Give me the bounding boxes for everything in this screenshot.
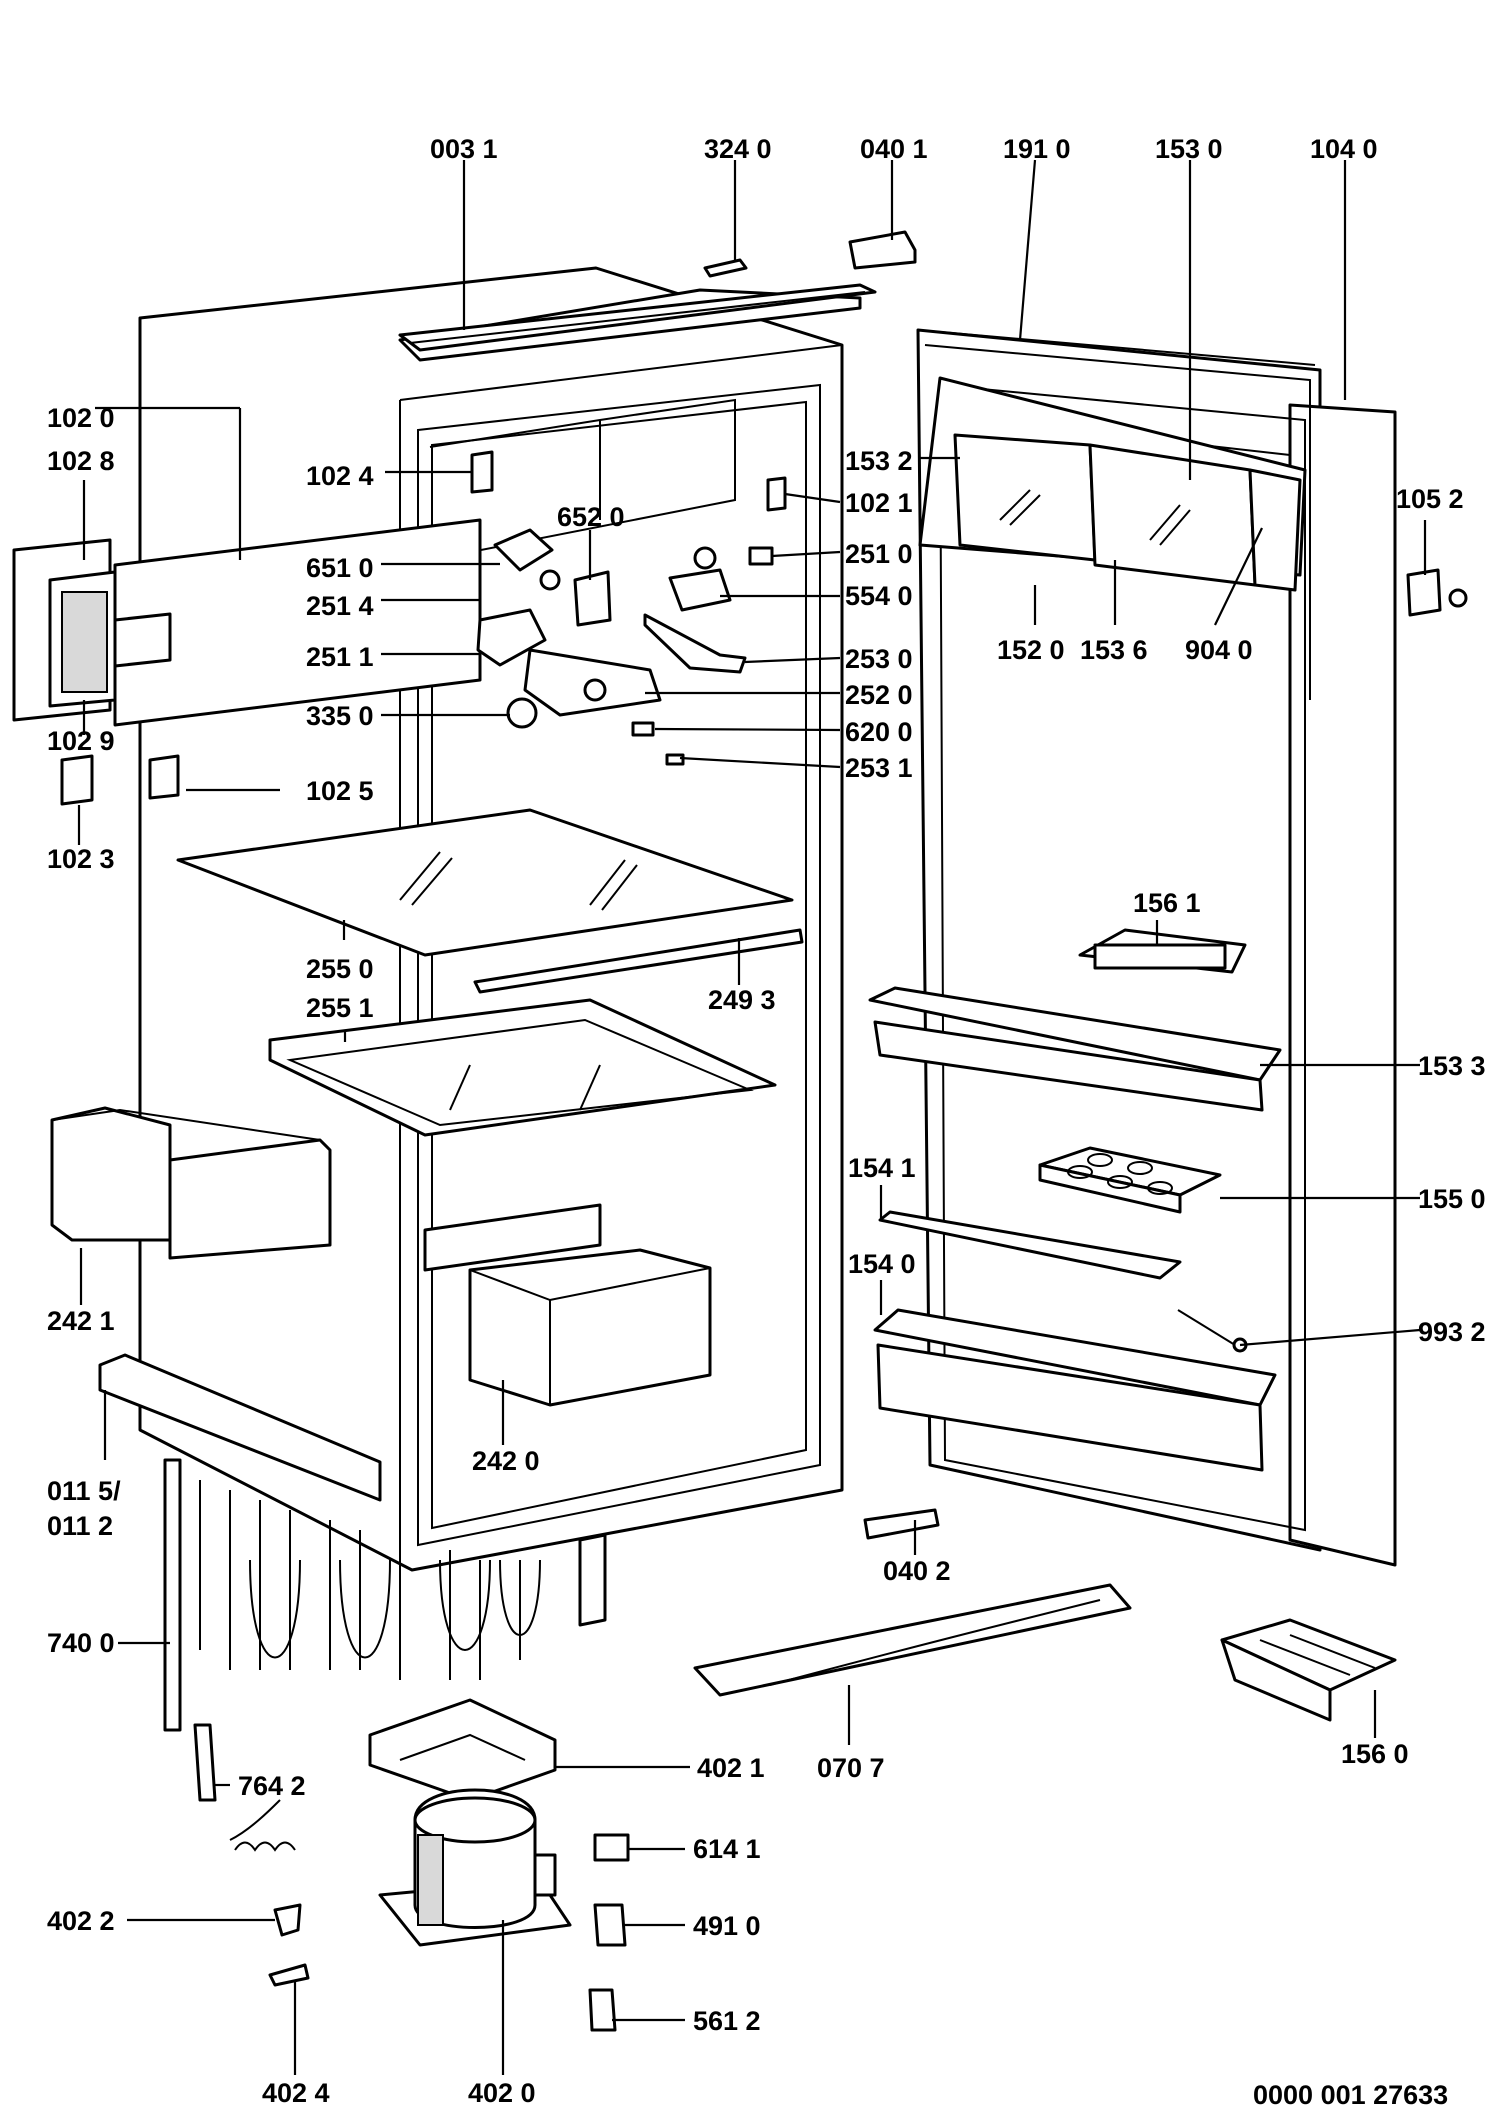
label-156-1: 156 1 (1133, 888, 1201, 918)
clip-102-5 (148, 754, 180, 800)
label-070-7: 070 7 (817, 1753, 885, 1783)
label-242-0: 242 0 (472, 1446, 540, 1476)
part-491-0 (593, 1903, 627, 1947)
label-402-4: 402 4 (262, 2078, 330, 2108)
label-154-1: 154 1 (848, 1153, 916, 1183)
part-324-0 (703, 258, 748, 278)
glass-shelf-255-0 (176, 808, 794, 957)
part-614-1 (593, 1833, 630, 1862)
egg-tray-155-0 (1038, 1146, 1222, 1214)
label-904-0: 904 0 (1185, 635, 1253, 665)
label-011-5: 011 5/ (47, 1476, 121, 1506)
label-156-0: 156 0 (1341, 1739, 1409, 1769)
label-105-2: 105 2 (1396, 484, 1464, 514)
part-number-labels: 003 1 324 0 040 1 191 0 153 0 104 0 102 … (47, 134, 1486, 2110)
label-104-0: 104 0 (1310, 134, 1378, 164)
door-balcony-154-0 (873, 1308, 1277, 1472)
label-249-3: 249 3 (708, 985, 776, 1015)
crisper-drawer-242-0 (423, 1203, 712, 1407)
label-764-2: 764 2 (238, 1771, 306, 1801)
part-402-4 (268, 1963, 310, 1987)
compressor-402-0 (378, 1788, 572, 1947)
label-152-0: 152 0 (997, 635, 1065, 665)
part-561-2 (588, 1988, 617, 2032)
label-102-3: 102 3 (47, 844, 115, 874)
label-011-2: 011 2 (47, 1511, 113, 1541)
label-153-2: 153 2 (845, 446, 913, 476)
label-040-2: 040 2 (883, 1556, 951, 1586)
document-id: 0000 001 27633 (1253, 2080, 1448, 2110)
top-cover-strip (398, 283, 877, 352)
clip-102-3 (60, 754, 94, 806)
butter-compartment-153-0 (918, 376, 1307, 592)
label-251-4: 251 4 (306, 591, 374, 621)
part-402-2 (273, 1903, 302, 1937)
label-102-4: 102 4 (306, 461, 374, 491)
label-153-6: 153 6 (1080, 635, 1148, 665)
door-guard-154-1 (878, 1210, 1182, 1280)
bottom-trim-011 (98, 1353, 382, 1502)
label-620-0: 620 0 (845, 717, 913, 747)
trim-strip-249-3 (473, 928, 804, 994)
label-102-0: 102 0 (47, 403, 115, 433)
label-335-0: 335 0 (306, 701, 374, 731)
label-251-1: 251 1 (306, 642, 374, 672)
hinge-top-040-1 (848, 230, 917, 270)
vent-grille-070-7 (693, 1583, 1132, 1697)
capillary-764-2 (193, 1723, 296, 1852)
label-614-1: 614 1 (693, 1834, 761, 1864)
label-402-1: 402 1 (697, 1753, 765, 1783)
ice-tray-156-0 (1220, 1618, 1397, 1722)
compressor-bracket-402-1 (368, 1698, 557, 1802)
label-040-1: 040 1 (860, 134, 928, 164)
label-242-1: 242 1 (47, 1306, 115, 1336)
label-003-1: 003 1 (430, 134, 498, 164)
freezer-flap (12, 518, 482, 727)
part-102-1 (766, 476, 787, 512)
label-153-3: 153 3 (1418, 1051, 1486, 1081)
condenser-740-0 (163, 1458, 607, 1732)
label-253-0: 253 0 (845, 644, 913, 674)
label-255-1: 255 1 (306, 993, 374, 1023)
label-102-8: 102 8 (47, 446, 115, 476)
label-255-0: 255 0 (306, 954, 374, 984)
door-balcony-153-3 (868, 986, 1282, 1112)
label-402-0: 402 0 (468, 2078, 536, 2108)
label-153-0: 153 0 (1155, 134, 1223, 164)
label-652-0: 652 0 (557, 502, 625, 532)
label-252-0: 252 0 (845, 680, 913, 710)
label-993-2: 993 2 (1418, 1317, 1486, 1347)
label-561-2: 561 2 (693, 2006, 761, 2036)
label-491-0: 491 0 (693, 1911, 761, 1941)
label-554-0: 554 0 (845, 581, 913, 611)
label-102-5: 102 5 (306, 776, 374, 806)
label-253-1: 253 1 (845, 753, 913, 783)
glass-shelf-255-1 (268, 998, 777, 1137)
hinge-105-2 (1406, 568, 1468, 617)
control-assembly (476, 528, 774, 766)
hinge-bottom-040-2 (863, 1508, 940, 1540)
label-155-0: 155 0 (1418, 1184, 1486, 1214)
label-154-0: 154 0 (848, 1249, 916, 1279)
leader-lines (77, 159, 1427, 2075)
door-seal-191-0 (917, 329, 1316, 700)
label-191-0: 191 0 (1003, 134, 1071, 164)
part-102-4 (470, 450, 494, 494)
label-251-0: 251 0 (845, 539, 913, 569)
label-740-0: 740 0 (47, 1628, 115, 1658)
label-102-9: 102 9 (47, 726, 115, 756)
label-324-0: 324 0 (704, 134, 772, 164)
label-402-2: 402 2 (47, 1906, 115, 1936)
egg-box-156-1 (1078, 928, 1247, 974)
label-102-1: 102 1 (845, 488, 913, 518)
crisper-drawer-242-1 (50, 1106, 332, 1260)
label-651-0: 651 0 (306, 553, 374, 583)
